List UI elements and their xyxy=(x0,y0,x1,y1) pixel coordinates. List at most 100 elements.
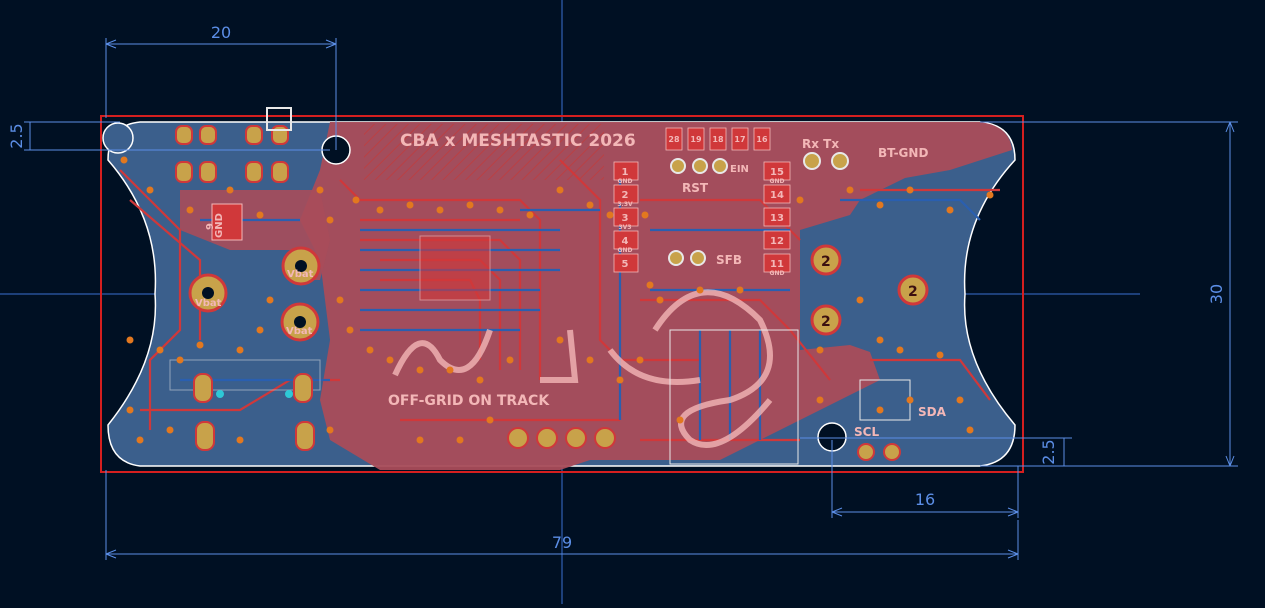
header-center-left xyxy=(613,161,639,273)
via-26 xyxy=(946,206,954,214)
via-47 xyxy=(816,346,824,354)
via-4 xyxy=(256,211,264,219)
via-12 xyxy=(496,206,504,214)
pad-2-b-label: 2 xyxy=(821,314,831,330)
hdr-right-14: 14 xyxy=(770,190,784,201)
hdr-top-18: 18 xyxy=(712,135,724,144)
hdr-left-1: 1 xyxy=(622,167,629,178)
via-39 xyxy=(416,366,424,374)
via-51 xyxy=(936,351,944,359)
via-30 xyxy=(176,356,184,364)
via-11 xyxy=(466,201,474,209)
hdr-right-13: 13 xyxy=(770,213,784,224)
rx-tx-label: Rx Tx xyxy=(802,137,839,151)
via-44 xyxy=(586,356,594,364)
hdr-left-sub-2: 3.3V xyxy=(617,201,633,208)
gnd-pad-9-label: GND xyxy=(214,213,225,238)
via-63 xyxy=(816,396,824,404)
dimension-right-height-label: 30 xyxy=(1207,284,1226,304)
via-37 xyxy=(366,346,374,354)
via-45 xyxy=(616,376,624,384)
hdr-left-5: 5 xyxy=(622,259,629,270)
hdr-right-15: 15 xyxy=(770,167,784,178)
via-3 xyxy=(226,186,234,194)
bt-gnd-label: BT-GND xyxy=(878,146,928,160)
via-35 xyxy=(336,296,344,304)
hdr-top-17: 17 xyxy=(734,135,745,144)
hdr-right-sub-11: GND xyxy=(770,270,785,277)
header-vias xyxy=(668,152,849,266)
dimension-bottom-right-height[interactable]: 2.5 xyxy=(800,437,1072,466)
via-1 xyxy=(146,186,154,194)
pad-2-c[interactable] xyxy=(897,274,929,306)
dimension-left-height[interactable]: 2.5 xyxy=(7,121,330,151)
via-55 xyxy=(136,436,144,444)
via-40 xyxy=(446,366,454,374)
via-0 xyxy=(120,156,128,164)
via-49 xyxy=(876,336,884,344)
hdr-top-28: 28 xyxy=(668,135,680,144)
via-36 xyxy=(346,326,354,334)
via-20 xyxy=(696,286,704,294)
via-6 xyxy=(326,216,334,224)
via-59 xyxy=(416,436,424,444)
via-33 xyxy=(256,326,264,334)
via-5 xyxy=(316,186,324,194)
ein-label: EIN xyxy=(730,164,749,175)
mcu-chip xyxy=(419,235,491,301)
via-15 xyxy=(586,201,594,209)
usb-connector xyxy=(169,359,321,451)
via-19 xyxy=(656,296,664,304)
vbat-label-3: Vbat xyxy=(286,326,313,337)
vias xyxy=(120,156,994,444)
via-32 xyxy=(236,346,244,354)
off-grid-label: OFF-GRID ON TRACK xyxy=(388,393,550,409)
header-bottom xyxy=(507,427,901,461)
dimension-top-width[interactable]: 20 xyxy=(105,23,337,150)
via-53 xyxy=(966,426,974,434)
dimension-bottom-right-width-label: 16 xyxy=(915,490,935,509)
hdr-right-11: 11 xyxy=(770,259,784,270)
pad-2-b[interactable] xyxy=(810,304,842,336)
via-22 xyxy=(796,196,804,204)
via-31 xyxy=(196,341,204,349)
dimension-bottom-right-width[interactable]: 16 xyxy=(831,440,1019,518)
via-29 xyxy=(156,346,164,354)
via-13 xyxy=(526,211,534,219)
board-title: CBA x MESHTASTIC 2026 xyxy=(400,131,636,151)
via-9 xyxy=(406,201,414,209)
sfb-label: SFB xyxy=(716,253,742,267)
via-52 xyxy=(956,396,964,404)
via-62 xyxy=(676,416,684,424)
via-10 xyxy=(436,206,444,214)
vbat-label-2: Vbat xyxy=(195,298,222,309)
via-27 xyxy=(986,191,994,199)
via-28 xyxy=(126,336,134,344)
via-38 xyxy=(386,356,394,364)
via-16 xyxy=(606,211,614,219)
via-48 xyxy=(856,296,864,304)
via-42 xyxy=(506,356,514,364)
via-21 xyxy=(736,286,744,294)
dimension-bottom-right-height-label: 2.5 xyxy=(1039,439,1058,464)
dimension-bottom-width[interactable]: 79 xyxy=(105,470,1019,560)
via-25 xyxy=(906,186,914,194)
via-18 xyxy=(646,281,654,289)
dimension-bottom-width-label: 79 xyxy=(552,533,572,552)
hdr-top-19: 19 xyxy=(690,135,702,144)
header-center-right xyxy=(763,161,791,273)
scl-label: SCL xyxy=(854,425,879,439)
via-17 xyxy=(641,211,649,219)
gnd-pad-9-num: 9 xyxy=(205,223,216,230)
via-2 xyxy=(186,206,194,214)
mount-hole-top-left xyxy=(102,122,134,154)
via-41 xyxy=(476,376,484,384)
via-23 xyxy=(846,186,854,194)
via-64 xyxy=(876,406,884,414)
pad-2-a[interactable] xyxy=(810,244,842,276)
gnd-pad-9[interactable] xyxy=(211,203,243,241)
header-center-top xyxy=(665,127,771,151)
dimension-right-height[interactable]: 30 xyxy=(980,121,1238,467)
